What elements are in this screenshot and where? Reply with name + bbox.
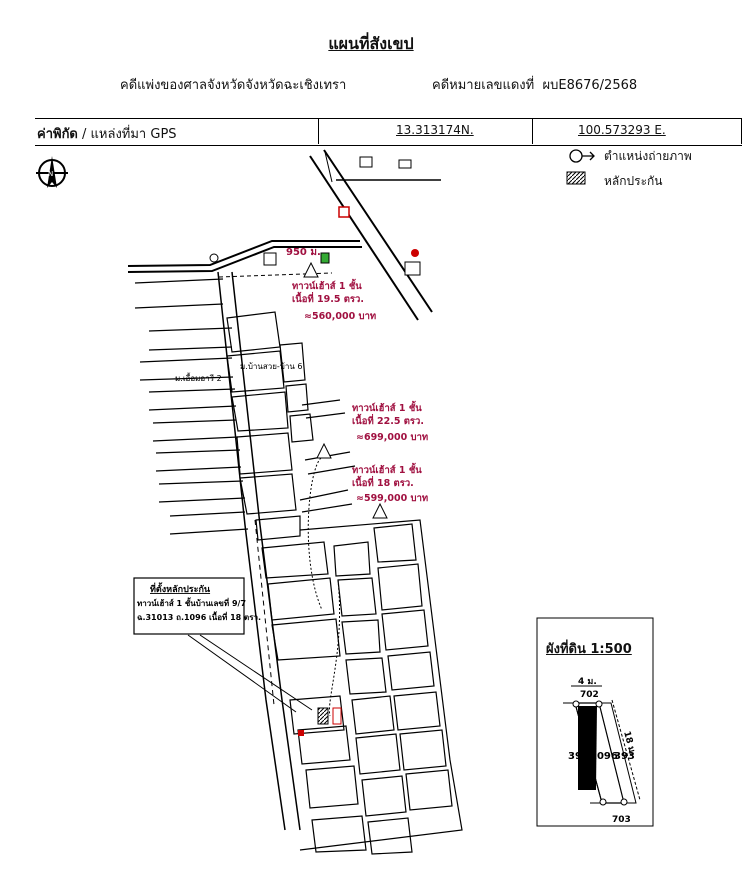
plot-left-number: 391	[568, 751, 589, 762]
gps-label: ค่าพิกัด / แหล่งที่มา GPS	[37, 123, 177, 144]
main-road	[127, 240, 362, 278]
north-arrow-icon: N	[36, 156, 68, 188]
gps-divider	[532, 118, 533, 144]
listing-type: ทาวน์เฮ้าส์ 1 ชั้น	[352, 400, 422, 414]
listing-price: ≈699,000 บาท	[356, 432, 428, 443]
page-title: แผนที่สังเขป	[328, 34, 414, 53]
listing-price: ≈599,000 บาท	[356, 493, 428, 504]
callout-line: ฉ.31013 ถ.1096 เนื้อที่ 18 ตรว.	[137, 611, 261, 622]
legend-collateral-label: หลักประกัน	[604, 174, 663, 188]
village-label: ม.บ้านสวย-บ้าน 6	[240, 362, 302, 371]
camera-position-icon	[569, 149, 595, 163]
listing-price: ≈560,000 บาท	[304, 311, 376, 322]
plot-bottom-number: 703	[612, 815, 631, 825]
case-number-label: คดีหมายเลขแดงที่	[432, 78, 535, 93]
gps-label-rest: / แหล่งที่มา GPS	[77, 127, 177, 142]
photo-marker-icon	[303, 261, 388, 519]
callout-leader	[187, 634, 313, 713]
distance-label: 950 ม.	[286, 247, 321, 258]
collateral-swatch-icon	[566, 171, 586, 185]
gps-divider	[318, 118, 319, 144]
court-case-line: คดีแพ่งของศาลจังหวัดจังหวัดฉะเชิงเทรา	[120, 78, 347, 93]
village-label: ม.เอื้อมอารี 2	[175, 372, 222, 383]
main-highway	[309, 149, 441, 321]
photo-path	[307, 457, 341, 717]
plot-right-number: 393	[614, 751, 635, 762]
listing-area: เนื้อที่ 18 ตรว.	[352, 475, 414, 489]
listing-type: ทาวน์เฮ้าส์ 1 ชั้น	[352, 462, 422, 476]
case-number-line: คดีหมายเลขแดงที่ ผบE8676/2568	[432, 74, 637, 95]
plot-top-number: 702	[580, 690, 599, 700]
plot-title: ผังที่ดิน 1:500	[546, 642, 632, 657]
listing-3: ทาวน์เฮ้าส์ 1 ชั้น เนื้อที่ 18 ตรว. ≈599…	[352, 462, 428, 504]
svg-text:N: N	[48, 170, 53, 178]
legend-photo-label: ตำแหน่งถ่ายภาพ	[604, 149, 692, 163]
gps-latitude: 13.313174N.	[396, 123, 474, 137]
side-streets-west	[134, 278, 249, 535]
plot-center-number: 1096	[590, 751, 618, 762]
callout-line: ทาวน์เฮ้าส์ 1 ชั้นบ้านเลขที่ 9/7	[137, 597, 246, 608]
gps-longitude: 100.573293 E.	[578, 123, 666, 137]
callout-title: ที่ตั้งหลักประกัน	[150, 582, 211, 595]
listing-2: ทาวน์เฮ้าส์ 1 ชั้น เนื้อที่ 22.5 ตรว. ≈6…	[352, 400, 428, 443]
case-number-value: ผบE8676/2568	[542, 78, 638, 93]
listing-area: เนื้อที่ 19.5 ตรว.	[292, 291, 364, 305]
block-grid	[226, 311, 463, 855]
collateral-callout: ที่ตั้งหลักประกัน ทาวน์เฮ้าส์ 1 ชั้นบ้าน…	[133, 577, 261, 635]
gps-label-bold: ค่าพิกัด	[37, 127, 78, 142]
listing-1: ทาวน์เฮ้าส์ 1 ชั้น เนื้อที่ 19.5 ตรว. ≈5…	[292, 278, 376, 322]
gps-bar	[35, 118, 742, 146]
listing-type: ทาวน์เฮ้าส์ 1 ชั้น	[292, 278, 362, 292]
plot-top-width: 4 ม.	[578, 677, 597, 687]
land-plot-diagram: 4 ม. 702 391 1096 393 703 18 ม.	[536, 617, 654, 827]
collateral-location	[289, 695, 345, 736]
listing-area: เนื้อที่ 22.5 ตรว.	[352, 413, 424, 427]
